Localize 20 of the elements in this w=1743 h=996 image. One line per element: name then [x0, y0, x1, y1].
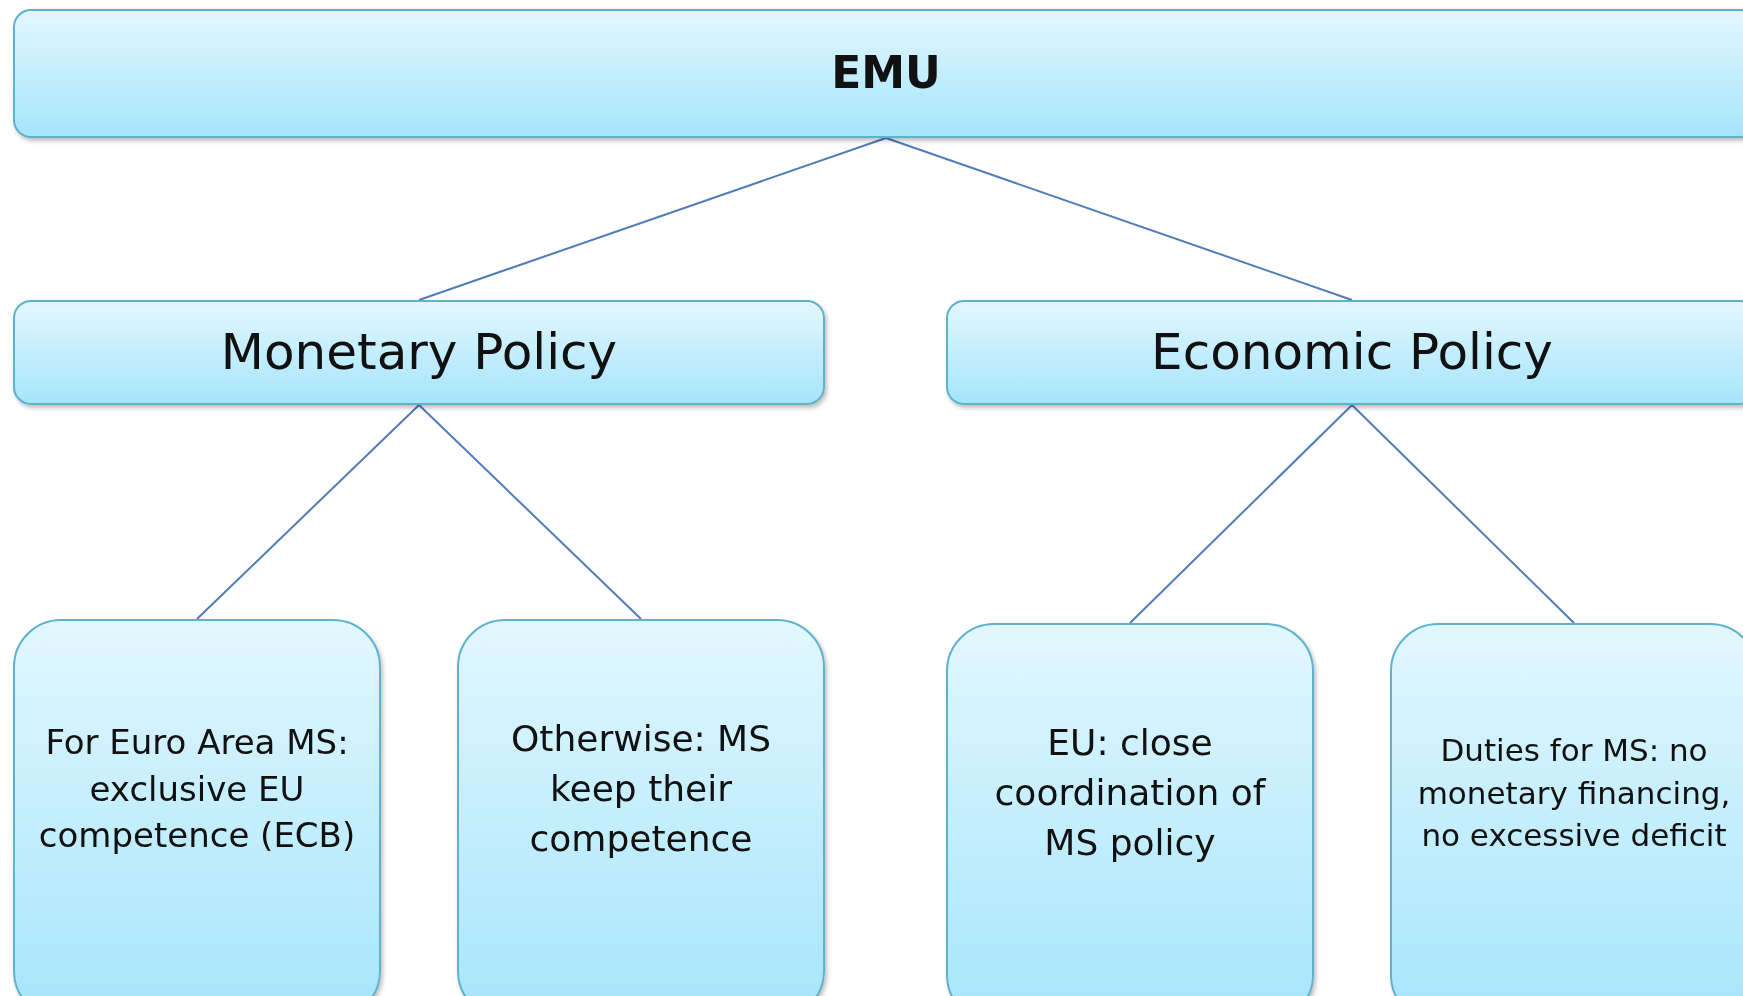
node-label: EMU — [830, 46, 942, 101]
node-label: For Euro Area MS: exclusive EU competence (ECB) — [37, 720, 357, 858]
node-label: Economic Policy — [1150, 322, 1554, 383]
node-label: Otherwise: MS keep their competence — [509, 717, 773, 861]
category-box — [13, 619, 381, 996]
category-box — [457, 619, 825, 996]
category-box — [13, 300, 825, 405]
connector-line — [1351, 404, 1575, 624]
category-box — [946, 300, 1743, 405]
node-label: Monetary Policy — [219, 322, 619, 383]
connector-line — [418, 137, 887, 301]
connector-line — [196, 404, 420, 620]
connector-line — [885, 137, 1353, 301]
root-box — [13, 9, 1743, 138]
node-label: Duties for MS: no monetary financing, no excessive deficit — [1416, 730, 1732, 856]
connector-line — [418, 404, 642, 620]
node-label: EU: close coordination of MS policy — [993, 721, 1267, 865]
category-box — [1390, 623, 1743, 996]
category-box — [946, 623, 1314, 996]
connector-line — [1129, 404, 1353, 624]
